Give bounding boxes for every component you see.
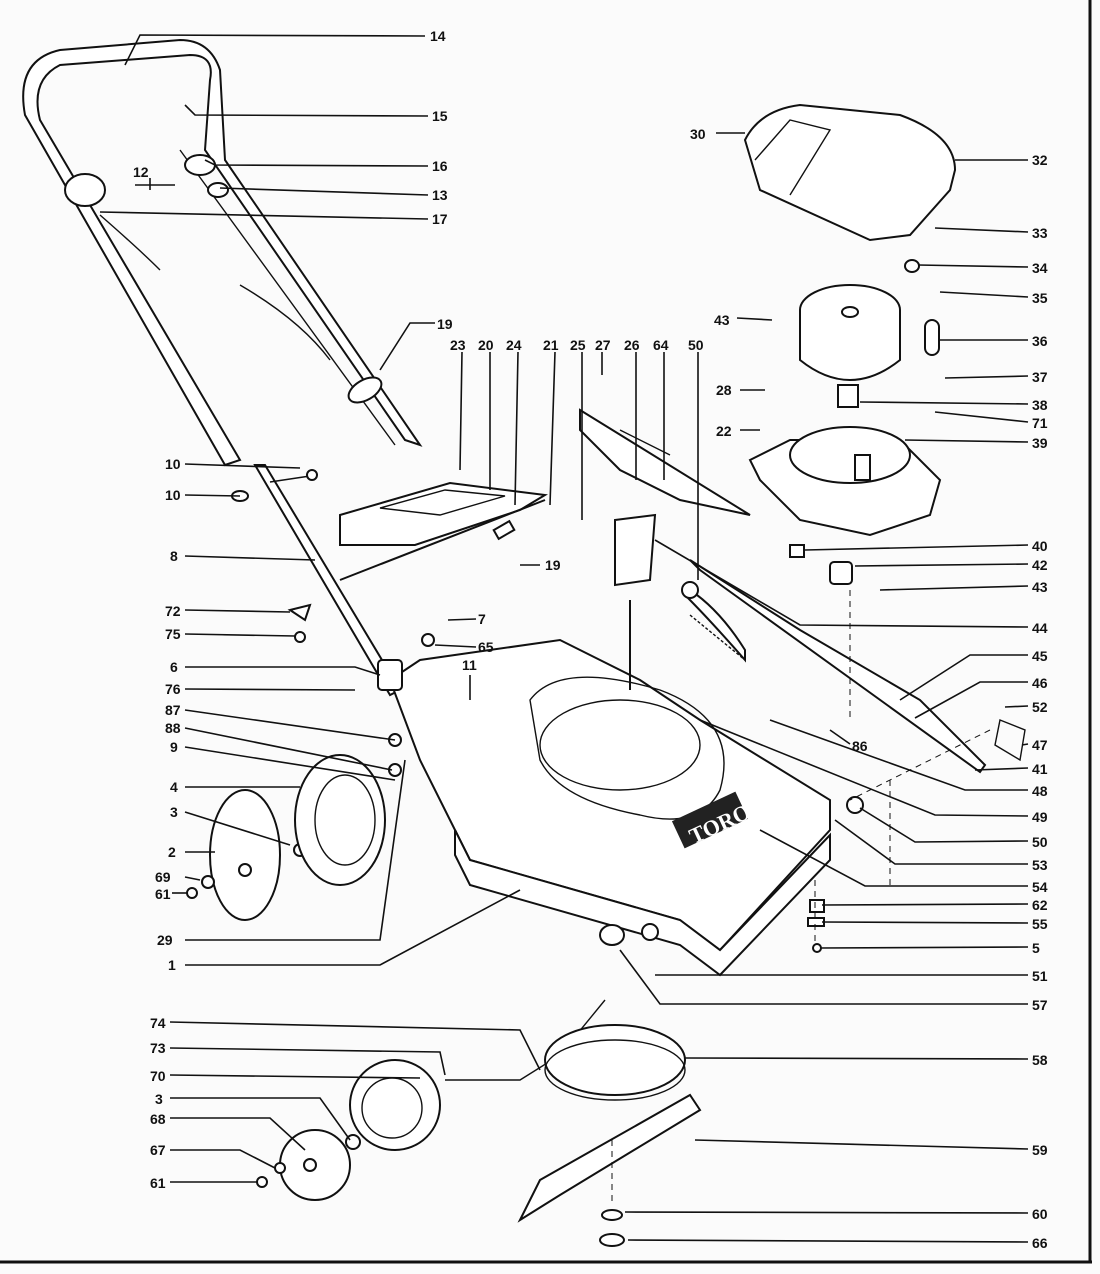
label-29: 29 [157, 932, 173, 948]
rear-wheel [186, 754, 386, 921]
label-43-right: 43 [1032, 579, 1048, 595]
label-48: 48 [1032, 783, 1048, 799]
label-21: 21 [543, 337, 559, 353]
label-87: 87 [165, 702, 181, 718]
label-14: 14 [430, 28, 446, 44]
label-12: 12 [133, 164, 149, 180]
label-39: 39 [1032, 435, 1048, 451]
label-25: 25 [570, 337, 586, 353]
label-16: 16 [432, 158, 448, 174]
label-38: 38 [1032, 397, 1048, 413]
label-17: 17 [432, 211, 448, 227]
motor [799, 259, 940, 408]
leader-lines [99, 34, 1029, 1243]
label-8: 8 [170, 548, 178, 564]
label-35: 35 [1032, 290, 1048, 306]
label-27: 27 [595, 337, 611, 353]
label-66: 66 [1032, 1235, 1048, 1251]
label-2: 2 [168, 844, 176, 860]
label-34: 34 [1032, 260, 1048, 276]
label-19-mid: 19 [545, 557, 561, 573]
label-88: 88 [165, 720, 181, 736]
label-41: 41 [1032, 761, 1048, 777]
label-67: 67 [150, 1142, 166, 1158]
label-13: 13 [432, 187, 448, 203]
label-51: 51 [1032, 968, 1048, 984]
label-61-a: 61 [155, 886, 171, 902]
label-72: 72 [165, 603, 181, 619]
label-15: 15 [432, 108, 448, 124]
label-9: 9 [170, 739, 178, 755]
label-55: 55 [1032, 916, 1048, 932]
label-61-b: 61 [150, 1175, 166, 1191]
lower-handle [231, 464, 402, 697]
label-3-b: 3 [155, 1091, 163, 1107]
label-69: 69 [155, 869, 171, 885]
label-6: 6 [170, 659, 178, 675]
handle-assembly [22, 38, 423, 467]
label-86: 86 [852, 738, 868, 754]
label-74: 74 [150, 1015, 166, 1031]
label-22: 22 [716, 423, 732, 439]
label-30: 30 [690, 126, 706, 142]
label-1: 1 [168, 957, 176, 973]
label-60: 60 [1032, 1206, 1048, 1222]
label-7: 7 [478, 611, 486, 627]
label-32: 32 [1032, 152, 1048, 168]
brand-badge [671, 791, 749, 849]
label-47: 47 [1032, 737, 1048, 753]
label-59: 59 [1032, 1142, 1048, 1158]
label-37: 37 [1032, 369, 1048, 385]
rear-bracket [579, 408, 987, 774]
label-40: 40 [1032, 538, 1048, 554]
label-5: 5 [1032, 940, 1040, 956]
label-28: 28 [716, 382, 732, 398]
label-53: 53 [1032, 857, 1048, 873]
label-4: 4 [170, 779, 178, 795]
label-57: 57 [1032, 997, 1048, 1013]
grass-deflector [339, 481, 548, 581]
label-42: 42 [1032, 557, 1048, 573]
fan-blade-assembly [517, 923, 702, 1247]
motor-housing [748, 426, 942, 537]
label-3-a: 3 [170, 804, 178, 820]
label-52: 52 [1032, 699, 1048, 715]
guide-lines [814, 590, 991, 945]
label-44: 44 [1032, 620, 1048, 636]
label-45: 45 [1032, 648, 1048, 664]
label-68: 68 [150, 1111, 166, 1127]
label-50-right: 50 [1032, 834, 1048, 850]
label-76: 76 [165, 681, 181, 697]
label-23: 23 [450, 337, 466, 353]
part-labels: 14 15 16 13 17 12 30 32 33 34 35 36 37 3… [133, 28, 1048, 1251]
label-64: 64 [653, 337, 669, 353]
label-65: 65 [478, 639, 494, 655]
label-46: 46 [1032, 675, 1048, 691]
label-19-top: 19 [437, 316, 453, 332]
label-62: 62 [1032, 897, 1048, 913]
label-50-top: 50 [688, 337, 704, 353]
label-58: 58 [1032, 1052, 1048, 1068]
label-26: 26 [624, 337, 640, 353]
label-49: 49 [1032, 809, 1048, 825]
front-wheel [256, 999, 606, 1201]
label-73: 73 [150, 1040, 166, 1056]
label-36: 36 [1032, 333, 1048, 349]
label-10-b: 10 [165, 487, 181, 503]
mower-deck: TORO [388, 638, 831, 977]
label-54: 54 [1032, 879, 1048, 895]
label-70: 70 [150, 1068, 166, 1084]
label-33: 33 [1032, 225, 1048, 241]
label-10-a: 10 [165, 456, 181, 472]
label-75: 75 [165, 626, 181, 642]
label-43-top: 43 [714, 312, 730, 328]
motor-cover [743, 103, 957, 242]
label-20: 20 [478, 337, 494, 353]
label-11: 11 [462, 657, 477, 673]
label-71: 71 [1032, 415, 1048, 431]
label-24: 24 [506, 337, 522, 353]
